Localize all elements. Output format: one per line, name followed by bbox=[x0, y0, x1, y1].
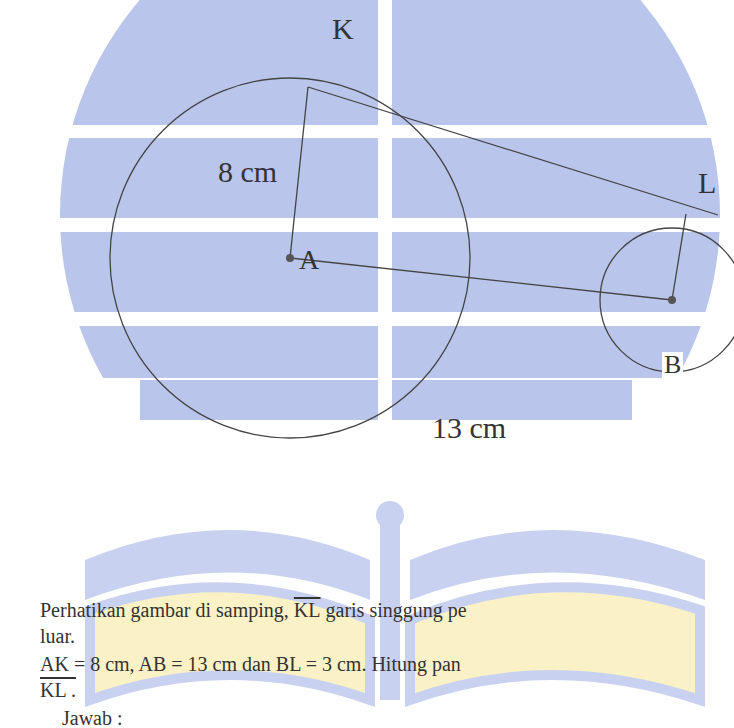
center-dot bbox=[286, 254, 294, 262]
segment-name: KL bbox=[294, 600, 321, 620]
point-label: L bbox=[698, 168, 716, 198]
point-label: B bbox=[662, 352, 683, 378]
dimension-label: 13 cm bbox=[432, 413, 506, 443]
circles-and-lines bbox=[110, 78, 734, 438]
dimension-label: 8 cm bbox=[218, 157, 277, 187]
text-line: KL . bbox=[40, 680, 76, 700]
text-line: Jawab : bbox=[62, 708, 123, 728]
text-segment: Perhatikan gambar di samping, bbox=[40, 600, 289, 620]
center-dot bbox=[668, 296, 676, 304]
text-line: luar. bbox=[40, 626, 75, 646]
point-label: K bbox=[332, 14, 354, 44]
text-segment: garis singgung pe bbox=[326, 600, 467, 620]
text-line: AK = 8 cm, AB = 13 cm dan BL = 3 cm. Hit… bbox=[40, 654, 461, 674]
point-label: A bbox=[299, 246, 319, 274]
text-line: Perhatikan gambar di samping,KLgaris sin… bbox=[40, 600, 467, 620]
